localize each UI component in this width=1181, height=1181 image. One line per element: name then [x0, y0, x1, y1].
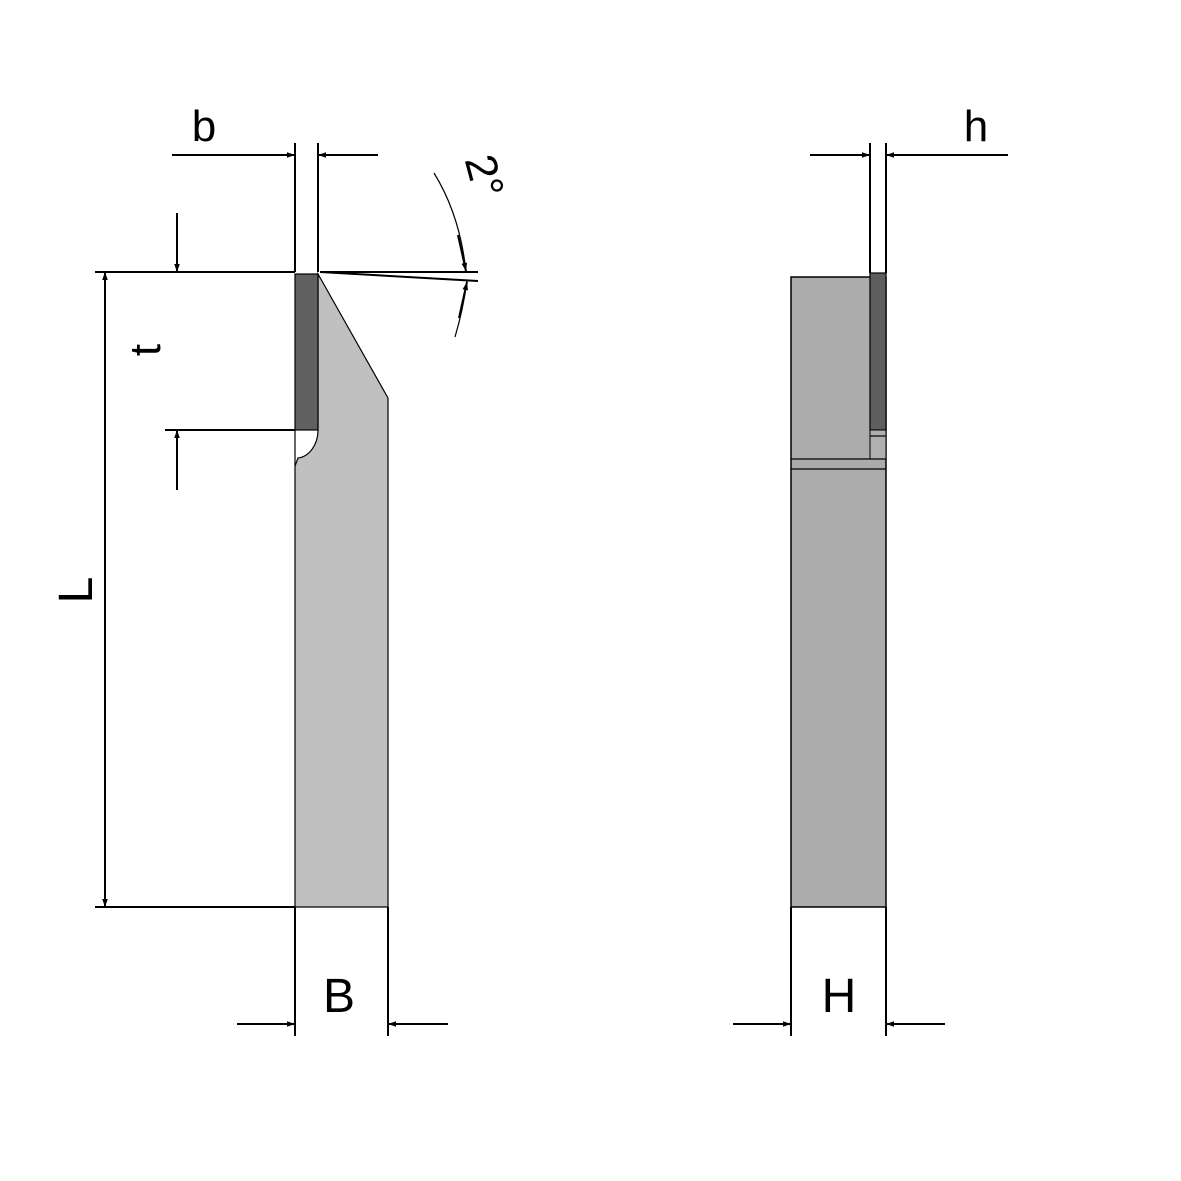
carbide-insert-side	[294, 273, 319, 431]
label-H: H	[822, 970, 857, 1023]
label-L: L	[50, 577, 103, 604]
label-b: b	[192, 102, 216, 151]
dimension-B: B	[237, 907, 448, 1036]
side-view	[294, 271, 389, 908]
front-view	[790, 272, 887, 908]
carbide-insert-front	[869, 272, 887, 431]
dimension-H: H	[733, 907, 945, 1036]
dimension-h: h	[810, 102, 1008, 273]
label-h: h	[964, 102, 988, 151]
dimension-L: L	[50, 272, 295, 908]
label-t: t	[121, 344, 170, 356]
insert-seat	[869, 429, 887, 460]
dimension-t: t	[95, 213, 295, 490]
dimension-angle: 2°	[319, 150, 513, 338]
label-angle: 2°	[455, 150, 513, 203]
dimension-b: b	[172, 102, 378, 272]
label-B: B	[323, 970, 355, 1023]
